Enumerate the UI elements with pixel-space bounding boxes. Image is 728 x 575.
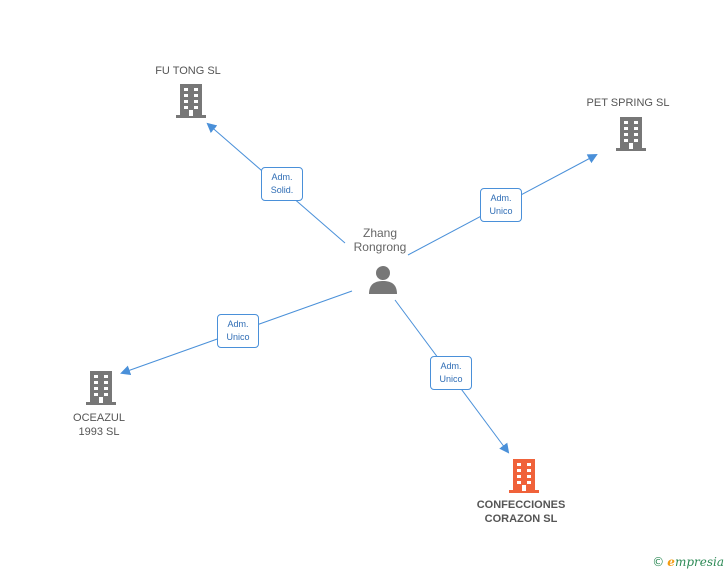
building-icon[interactable] — [616, 117, 646, 151]
person-icon[interactable] — [368, 265, 398, 295]
company-label-confecciones[interactable]: CONFECCIONES CORAZON SL — [476, 499, 566, 525]
relation-badge-fu-tong[interactable]: Adm. Solid. — [261, 167, 303, 201]
empresia-watermark: ©empresia — [652, 555, 724, 569]
relation-badge-pet-spring[interactable]: Adm. Unico — [480, 188, 522, 222]
copyright-symbol: © — [652, 555, 665, 569]
building-icon-highlighted[interactable] — [509, 459, 539, 493]
brand-initial: e — [667, 555, 675, 569]
relation-badge-oceazul[interactable]: Adm. Unico — [217, 314, 259, 348]
building-icon[interactable] — [86, 371, 116, 405]
brand-name: mpresia — [674, 555, 724, 569]
person-name[interactable]: Zhang Rongrong — [353, 226, 407, 254]
building-icon[interactable] — [176, 84, 206, 118]
relation-badge-confecciones[interactable]: Adm. Unico — [430, 356, 472, 390]
company-label-oceazul[interactable]: OCEAZUL 1993 SL — [73, 412, 125, 438]
company-label-pet-spring[interactable]: PET SPRING SL — [586, 97, 670, 109]
company-label-fu-tong[interactable]: FU TONG SL — [155, 65, 221, 77]
